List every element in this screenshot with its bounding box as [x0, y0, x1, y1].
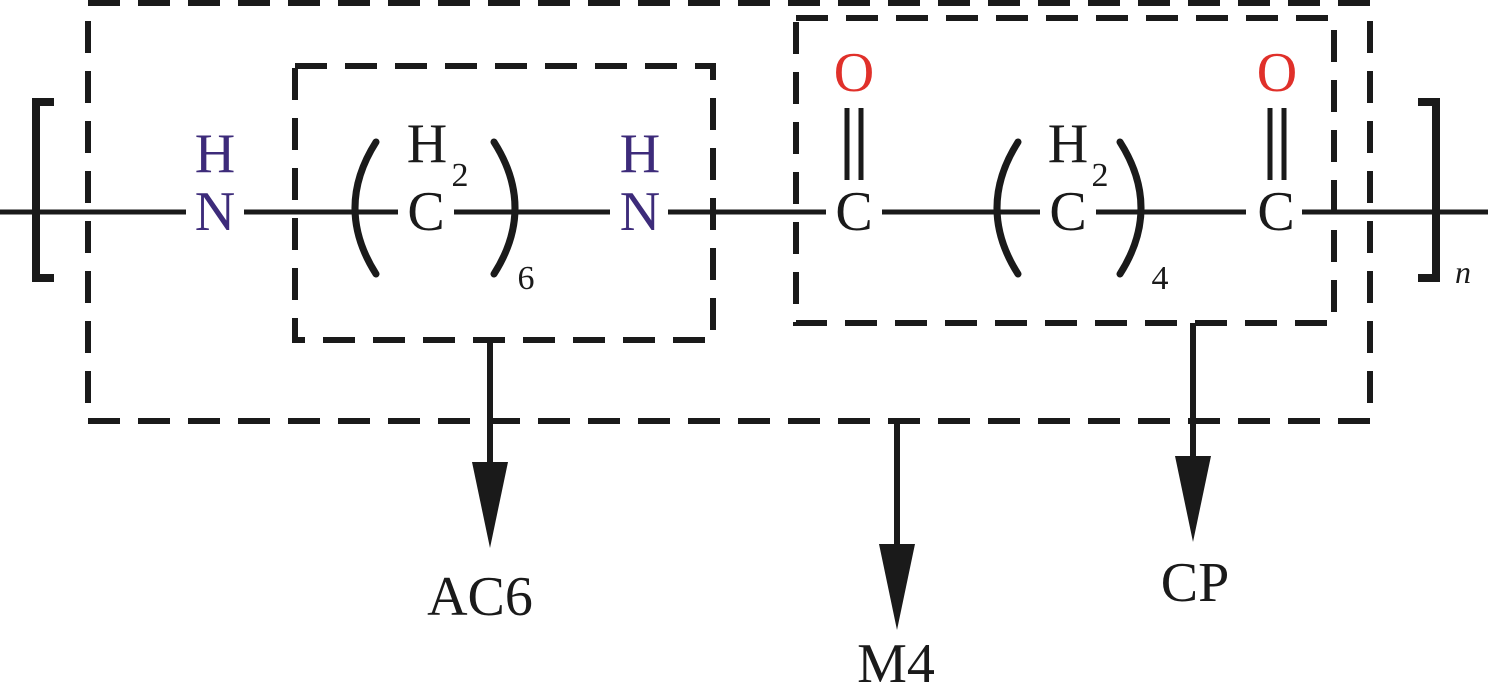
label-cp: CP: [1161, 552, 1230, 614]
subscript-4: 4: [1152, 260, 1169, 297]
hydrogen-right: H: [620, 123, 660, 185]
carbonyl-carbon-left: C: [835, 181, 872, 243]
left-bracket: [32, 98, 54, 282]
label-m4: M4: [857, 633, 935, 686]
right-bracket: [1418, 98, 1440, 282]
hydrogen-left: H: [195, 123, 235, 185]
carbon-left: C: [407, 181, 444, 243]
arrow-cp-head: [1175, 456, 1211, 542]
oxygen-left: O: [834, 42, 874, 104]
carbonyl-carbon-right: C: [1257, 181, 1294, 243]
subscript-6: 6: [518, 260, 535, 297]
paren-open-right: [993, 138, 1022, 278]
ch2-right-subscript: 2: [1092, 157, 1109, 194]
cp-group-box: [793, 15, 1337, 326]
arrow-ac6-head: [472, 462, 508, 548]
carbon-right: C: [1049, 181, 1086, 243]
paren-open-left: [351, 138, 380, 278]
paren-close-right: [1116, 138, 1145, 278]
nitrogen-left: N: [195, 181, 235, 243]
paren-close-left: [490, 138, 519, 278]
repeat-index-n: n: [1455, 254, 1471, 290]
nitrogen-right: N: [620, 181, 660, 243]
oxygen-right: O: [1257, 42, 1297, 104]
ch2-right-hydrogen: H: [1048, 113, 1088, 175]
label-ac6: AC6: [427, 566, 533, 628]
ch2-left-hydrogen: H: [407, 113, 447, 175]
ch2-left-subscript: 2: [452, 157, 469, 194]
arrow-m4-head: [879, 544, 915, 630]
ac6-group-box: [292, 63, 716, 343]
